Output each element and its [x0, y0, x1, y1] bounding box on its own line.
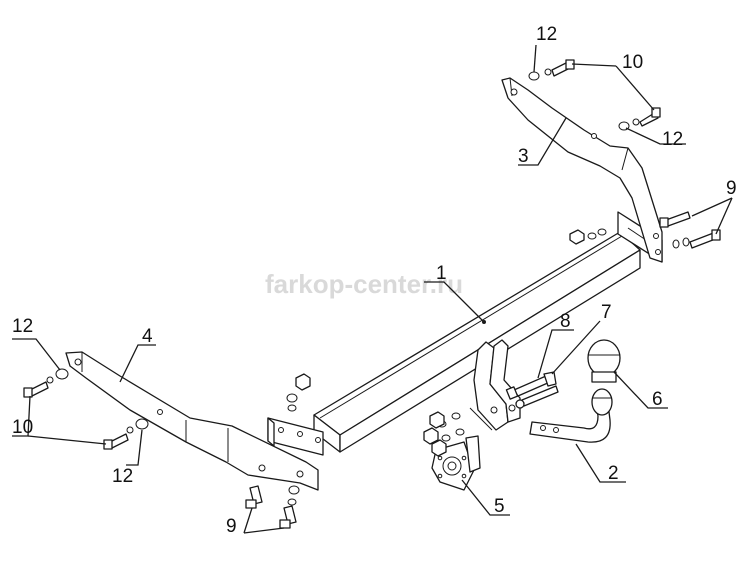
callout-12-right-top: 12	[536, 24, 557, 45]
callout-6: 6	[652, 389, 663, 410]
callout-12-left-bottom: 12	[112, 466, 133, 487]
socket-fasteners	[423, 411, 465, 457]
callout-8: 8	[560, 311, 571, 332]
watermark-text: farkop-center.ru	[265, 269, 463, 299]
right-bracket-bolts	[569, 211, 721, 249]
callout-7: 7	[601, 302, 612, 323]
callout-3: 3	[518, 146, 529, 167]
ball-neck-pin	[515, 385, 559, 409]
callout-10-right: 10	[622, 52, 643, 73]
left-bottom-bolts	[245, 373, 311, 529]
callout-12-right-bottom: 12	[662, 129, 683, 150]
left-side-bolts	[23, 368, 149, 450]
ball-neck-bolt	[505, 371, 557, 400]
callout-4: 4	[142, 326, 153, 347]
socket-plate	[431, 435, 481, 491]
hitch-mount-bracket	[469, 339, 521, 431]
callout-10-left: 10	[12, 417, 33, 438]
callout-2: 2	[608, 463, 619, 484]
callout-5: 5	[494, 496, 505, 517]
right-top-bolts	[528, 59, 661, 131]
beam-left-mount-plate	[267, 417, 324, 456]
leader-lines	[12, 44, 733, 534]
callout-9-left: 9	[226, 516, 237, 537]
tow-ball-neck	[529, 388, 613, 443]
callout-1: 1	[436, 263, 447, 284]
left-side-bracket	[65, 351, 319, 491]
callout-labels: 1 2 3 4 5 6 7 8 9 10 12 12 12 10 12 9	[12, 24, 737, 537]
tow-ball	[587, 339, 621, 383]
callout-12-left-top: 12	[12, 316, 33, 337]
right-side-bracket	[501, 77, 663, 263]
callout-9-right: 9	[726, 178, 737, 199]
